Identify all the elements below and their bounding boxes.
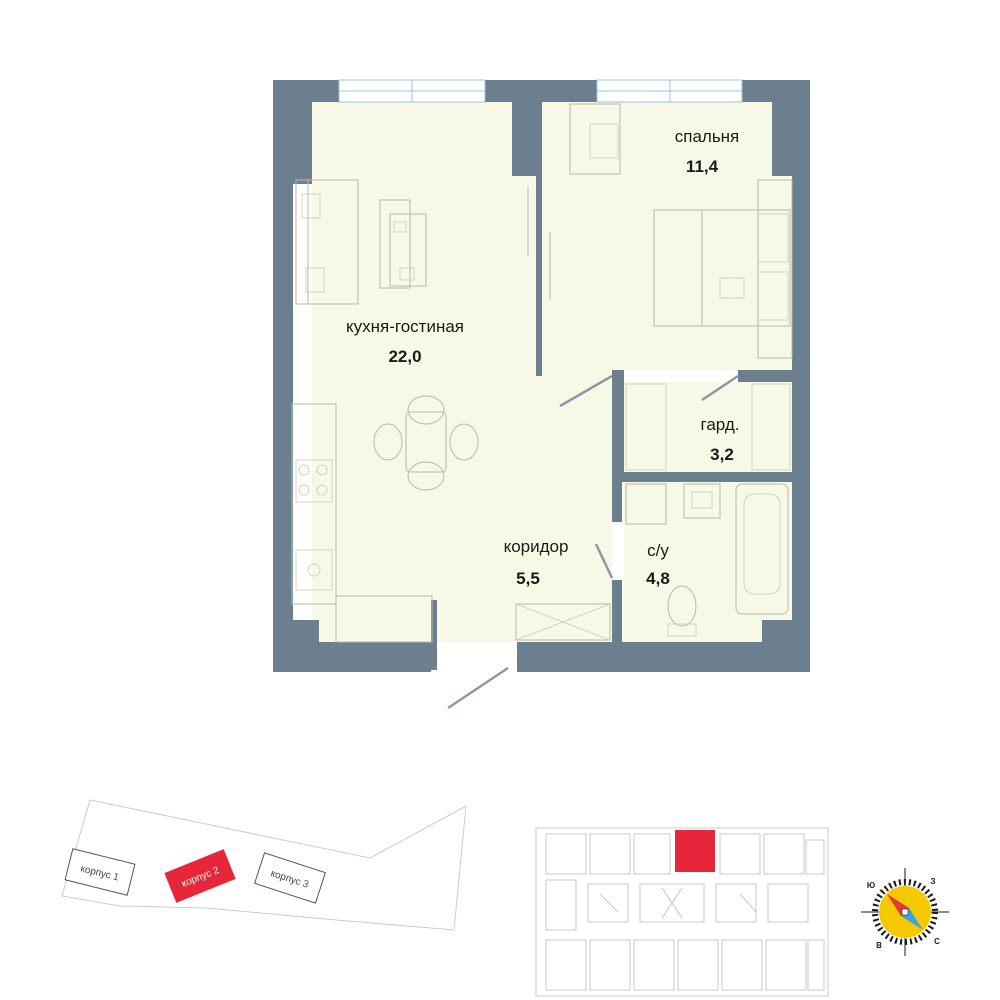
compass-label-n: Ю — [867, 881, 875, 890]
hall-floor[interactable] — [432, 370, 612, 642]
corridor-name: коридор — [504, 537, 569, 556]
floor-key-plan — [535, 827, 829, 997]
bedroom-area: 11,4 — [686, 157, 719, 176]
compass-label-s: С — [934, 937, 940, 946]
site-plan: корпус 1 корпус 2 корпус 3 — [61, 799, 467, 931]
bedroom-floor[interactable] — [542, 102, 792, 370]
building-1[interactable]: корпус 1 — [64, 848, 136, 896]
corridor-area: 5,5 — [516, 569, 540, 588]
entrance-door[interactable] — [447, 666, 509, 710]
wardrobe-name: гард. — [701, 415, 740, 434]
wardrobe-door[interactable] — [701, 374, 739, 402]
bathroom-door[interactable] — [594, 543, 614, 579]
bathroom-floor[interactable] — [624, 480, 792, 642]
living-room-area: 22,0 — [388, 347, 421, 366]
compass-label-e: З — [930, 877, 935, 886]
windows — [338, 79, 743, 103]
compass-label-w: В — [876, 941, 882, 950]
building-2[interactable]: корпус 2 — [164, 849, 236, 903]
bathroom-name: с/у — [647, 541, 669, 560]
wardrobe-area: 3,2 — [710, 445, 734, 464]
floor-areas — [312, 102, 792, 642]
building-3[interactable]: корпус 3 — [253, 852, 327, 904]
compass: Ю З С В — [861, 868, 949, 956]
bedroom-door[interactable] — [559, 374, 613, 408]
bedroom-name: спальня — [675, 127, 740, 146]
current-apartment-marker[interactable] — [675, 830, 715, 872]
walls — [273, 80, 810, 672]
living-room-name: кухня-гостиная — [346, 317, 464, 336]
furniture — [291, 103, 793, 643]
room-labels: кухня-гостиная 22,0 спальня 11,4 гард. 3… — [346, 127, 740, 588]
doors — [447, 374, 739, 710]
bathroom-area: 4,8 — [646, 569, 670, 588]
